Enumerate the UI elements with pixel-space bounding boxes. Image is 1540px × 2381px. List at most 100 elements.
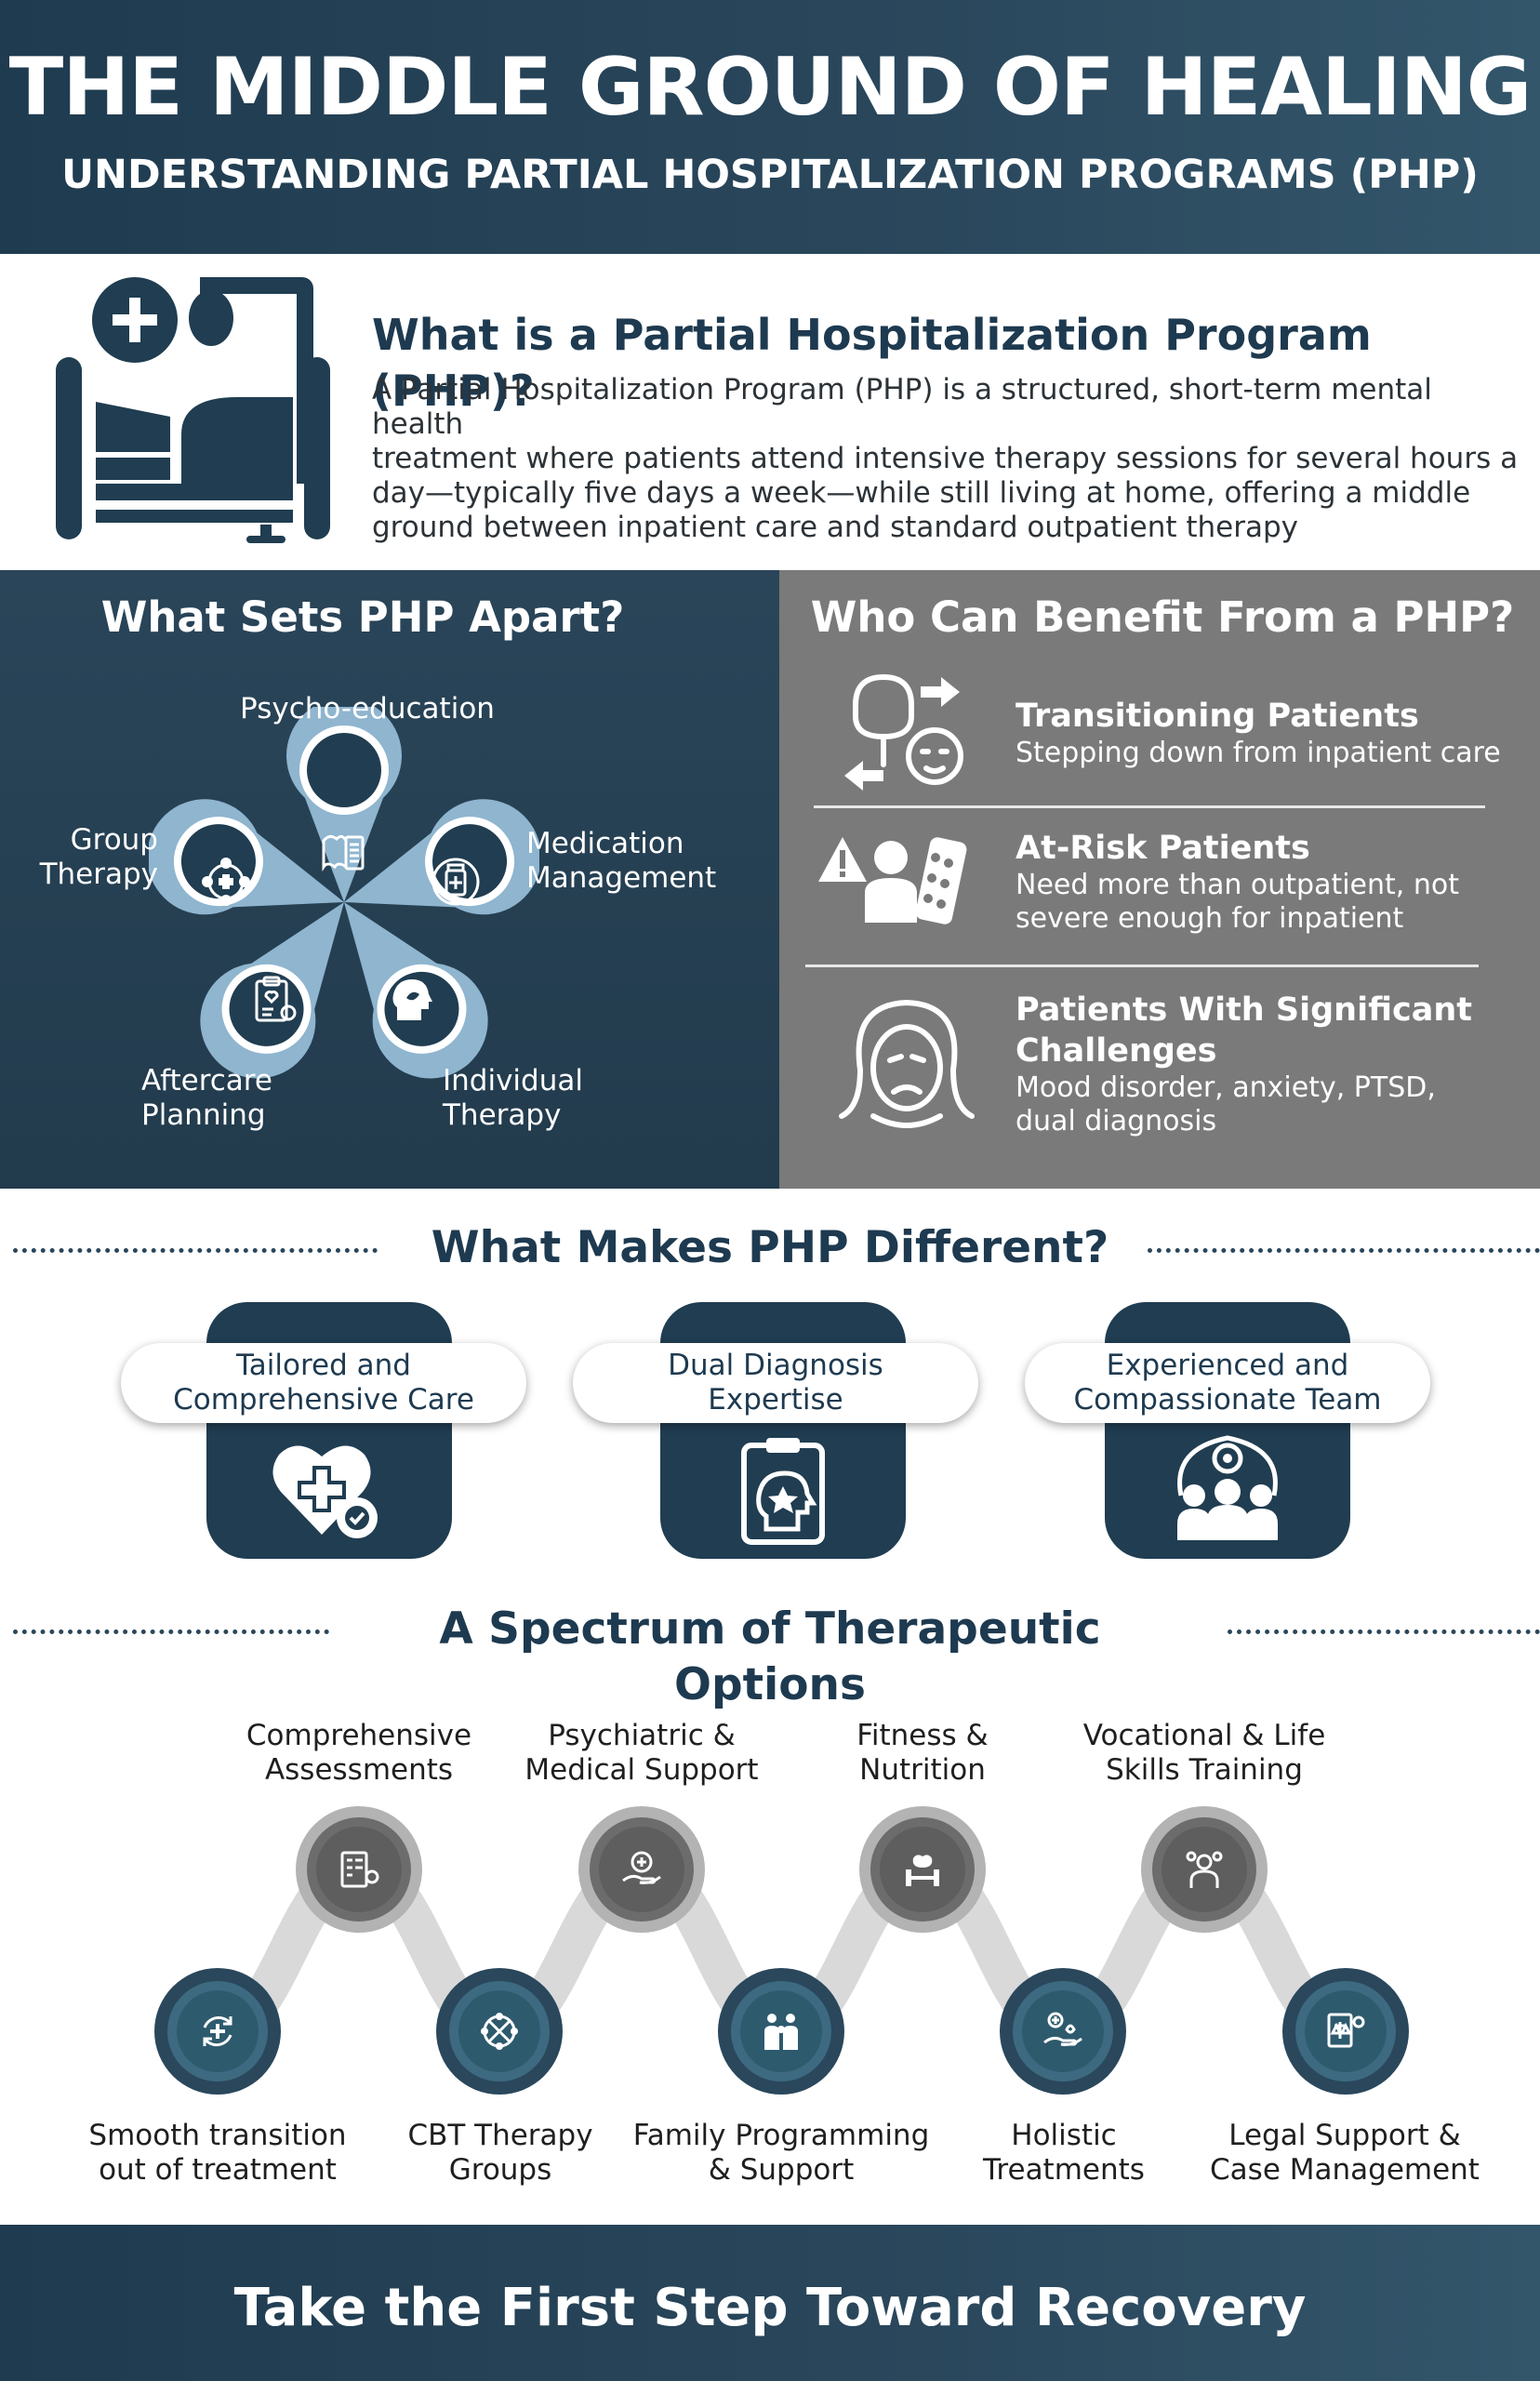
hand-lotus-icon [1043,2012,1082,2046]
transition-people-icon [844,673,963,791]
benefit-item-transitioning: Transitioning Patients Stepping down fro… [1016,696,1536,770]
petal-label-aftercare-planning: Aftercare Planning [141,1064,383,1133]
benefit-description: Stepping down from inpatient care [1016,737,1501,769]
option-family-programming: Family Programming& Support [614,2119,949,2188]
label-line: Skills Training [1106,1753,1303,1787]
label-line: Smooth transition [88,2119,347,2152]
label-line: Family Programming [632,2119,930,2152]
label-line: Groups [448,2153,552,2187]
sets-apart-title: What Sets PHP Apart? [100,592,625,642]
label-line: Therapy [39,858,158,891]
assessment-form-icon [340,1851,379,1888]
label-line: Case Management [1210,2153,1480,2187]
who-benefits-title: Who Can Benefit From a PHP? [810,592,1515,642]
label-line: Experienced and [1106,1349,1349,1382]
label-line: Individual [443,1064,583,1097]
divider [814,805,1485,808]
footer-banner [0,2225,1540,2381]
benefit-description: Need more than outpatient, not [1016,869,1459,901]
label-line: Tailored and [236,1349,411,1382]
label-line: Group [70,823,158,857]
dumbbell-apple-icon [906,1855,939,1886]
dotted-divider [1148,1248,1540,1253]
benefit-title: At-Risk Patients [1016,830,1310,867]
what-is-description: A Partial Hospitalization Program (PHP) … [372,373,1525,545]
cycle-cross-icon [203,2015,232,2047]
option-fitness-nutrition: Fitness &Nutrition [783,1719,1062,1788]
description-line: treatment where patients attend intensiv… [372,442,1519,475]
label-line: Expertise [708,1383,843,1417]
person-gears-icon [1186,1851,1223,1888]
label-line: Dual Diagnosis [668,1349,883,1382]
dotted-divider [13,1248,378,1253]
spectrum-node-bottom [154,1968,1409,2095]
benefit-description: dual diagnosis [1016,1105,1217,1137]
group-network-icon [481,2013,518,2050]
hospital-bed-icon [56,277,330,543]
option-legal-support: Legal Support &Case Management [1187,2119,1503,2188]
label-line: Treatments [983,2153,1145,2187]
benefit-item-at-risk: At-Risk Patients Need more than outpatie… [1016,828,1536,936]
label-line: Legal Support & [1228,2119,1461,2152]
label-line: Assessments [264,1753,454,1787]
warning-person-pills-icon [818,837,967,924]
label-line: Comprehensive Care [173,1383,474,1417]
benefit-title: Transitioning Patients [1016,698,1419,735]
page-title: THE MIDDLE GROUND OF HEALING [8,41,1533,134]
label-line: Planning [141,1098,266,1132]
hand-brain-cross-icon [622,1851,661,1884]
benefit-description: Mood disorder, anxiety, PTSD, [1016,1071,1436,1104]
divider [805,964,1479,967]
label-line: Psychiatric & [548,1719,736,1752]
label-line: Holistic [1011,2119,1117,2152]
label-line: & Support [708,2153,855,2187]
petal-label-psycho-education: Psycho-education [214,692,521,726]
option-psychiatric-medical-support: Psychiatric &Medical Support [502,1719,781,1788]
label-line: Nutrition [859,1753,986,1787]
spectrum-wave [154,1806,1409,2095]
label-line: Medication [526,827,684,860]
group-circle-icon [202,858,250,906]
label-line: Management [526,861,717,895]
head-leaf-icon [392,979,432,1020]
label-line: Medical Support [524,1753,759,1787]
label-line: Fitness & [856,1719,989,1752]
different-title: What Makes PHP Different? [431,1222,1109,1273]
clipboard-gear-icon [255,976,297,1022]
description-line: A Partial Hospitalization Program (PHP) … [372,373,1432,441]
benefit-description: severe enough for inpatient [1016,902,1404,935]
description-line: day—typically five days a week—while sti… [372,476,1471,510]
label-line: Comprehensive [246,1719,472,1752]
dotted-divider [1228,1629,1540,1634]
label-line: Vocational & Life [1082,1719,1326,1752]
spectrum-node-top [296,1806,1268,1933]
team-gear-icon [1177,1435,1278,1540]
family-icon [764,2014,798,2050]
description-line: ground between inpatient care and standa… [372,511,1299,544]
label-line: Aftercare [141,1064,272,1097]
brain-book-icon [322,834,365,871]
label-line: out of treatment [99,2153,337,2187]
benefit-title: Challenges [1016,1032,1217,1070]
call-to-action: Take the First Step Toward Recovery [233,2278,1307,2338]
header-banner: THE MIDDLE GROUND OF HEALING UNDERSTANDI… [0,0,1540,254]
label-line: CBT Therapy [407,2119,593,2152]
clipboard-head-star-icon [741,1438,825,1545]
what-is-title: What is a Partial Hospitalization Progra… [372,310,1372,416]
page-subtitle: UNDERSTANDING PARTIAL HOSPITALIZATION PR… [61,152,1479,198]
distressed-woman-icon [839,999,975,1128]
label-line: Therapy [443,1098,562,1132]
label-line: Psycho-education [240,692,495,725]
petal-label-medication-management: Medication Management [526,827,768,896]
spectrum-title: A Spectrum of Therapeutic Options [439,1603,1101,1710]
petal-label-group-therapy: Group Therapy [19,823,158,892]
petal-label-individual-therapy: Individual Therapy [443,1064,684,1133]
